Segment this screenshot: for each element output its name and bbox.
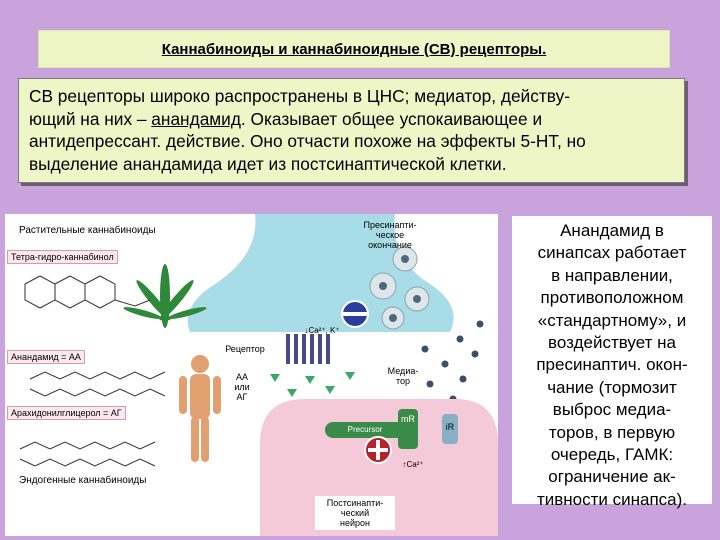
description-line-3: антидепрессант. действие. Оно отчасти по… <box>29 131 586 151</box>
mediator-label-line: тор <box>395 376 411 386</box>
description-line-2-pre: ющий на них – <box>29 108 152 129</box>
ag-label: Арахидонилглицерол = АГ <box>7 406 126 420</box>
ir-channel <box>442 414 458 444</box>
description-box: СВ рецепторы широко распространены в ЦНС… <box>18 78 685 183</box>
presynaptic-label-line: окончание <box>368 240 412 250</box>
side-text-line: синапсах работает <box>537 243 687 263</box>
vesicles <box>369 246 430 330</box>
postsynaptic-label-line: ческий <box>340 508 370 518</box>
ir-label: iR <box>445 422 455 432</box>
cannabis-leaf-icon <box>123 264 207 328</box>
ag-structure <box>19 441 156 467</box>
side-text-line: чание (тормозит <box>547 377 677 397</box>
anandamide-label: Анандамид = АА <box>7 350 85 364</box>
side-text-line: противоположном <box>540 288 684 308</box>
mr-label: mR <box>401 414 415 424</box>
presynaptic-label-line: ческое <box>375 230 405 240</box>
endogenous-cannabinoids-label: Эндогенные каннабиноиды <box>19 475 147 486</box>
description-line-2: ющий на них – анандамид. Оказывает общее… <box>29 108 674 131</box>
aa-ag-label-line: АА <box>235 372 248 382</box>
side-text-line: воздействует на <box>548 333 676 353</box>
side-text-line: ограничение ак- <box>548 467 676 487</box>
side-text-line: Анандамид в <box>560 221 664 240</box>
aa-ag-label-line: АГ <box>236 392 248 402</box>
presynaptic-terminal-shape <box>187 214 454 332</box>
mediator-label-line: Медиа- <box>387 366 419 376</box>
mediator-molecules <box>421 320 484 403</box>
description-line-4: выделение анандамида идет из постсинапти… <box>29 153 507 174</box>
thc-label: Тетра-гидро-каннабинол <box>7 250 118 264</box>
diagram-drawing <box>19 214 498 536</box>
side-text-box: Анандамид в синапсах работает в направле… <box>512 216 712 509</box>
precursor-label: Precursor <box>347 425 383 434</box>
side-text-line: тивности синапса). <box>536 489 688 509</box>
side-text-line: пресинаптич. окон- <box>536 355 688 375</box>
presynaptic-label-line: Пресинапти- <box>363 220 417 230</box>
plant-cannabinoids-label: Растительные каннабиноиды <box>19 225 156 236</box>
anandamid-term: анандамид <box>151 108 241 129</box>
ion-label-bottom: ↑Ca²⁺ <box>402 460 424 469</box>
description-line-2-post: . Оказывает общее успокаивающее и <box>240 108 543 129</box>
anandamide-structure <box>29 371 166 397</box>
postsynaptic-label-line: Постсинапти- <box>326 498 384 508</box>
human-figure-icon <box>179 355 221 462</box>
receptor-label: Рецептор <box>225 344 265 354</box>
side-text-line: очередь, ГАМК: <box>550 445 674 465</box>
aa-ag-label: АА или АГ <box>227 372 257 402</box>
aa-ag-label-line: или <box>234 382 250 392</box>
side-text-line: выброс медиа- <box>552 400 672 420</box>
side-text-line: «стандартному», и <box>537 310 687 330</box>
presynaptic-label: Пресинапти- ческое окончание <box>360 220 420 250</box>
page-title: Каннабиноиды и каннабиноидные (СВ) рецеп… <box>161 40 547 58</box>
mr-channel <box>398 409 418 449</box>
side-text-line: торов, в первую <box>548 422 676 442</box>
postsynaptic-label: Постсинапти- ческий нейрон <box>315 496 395 530</box>
precursor-bar <box>325 422 405 438</box>
thc-structure <box>24 275 151 309</box>
postsynaptic-label-line: нейрон <box>340 518 370 528</box>
ion-label-top: ↓Ca²⁺, K⁺ <box>304 326 340 335</box>
side-text-line: в направлении, <box>551 265 673 285</box>
mediator-label: Медиа- тор <box>383 366 423 386</box>
description-line-1: СВ рецепторы широко распространены в ЦНС… <box>29 86 570 106</box>
synapse-diagram: Растительные каннабиноиды Тетра-гидро-ка… <box>5 214 498 536</box>
title-box: Каннабиноиды и каннабиноидные (СВ) рецеп… <box>38 30 670 68</box>
cb-receptor <box>286 334 330 364</box>
